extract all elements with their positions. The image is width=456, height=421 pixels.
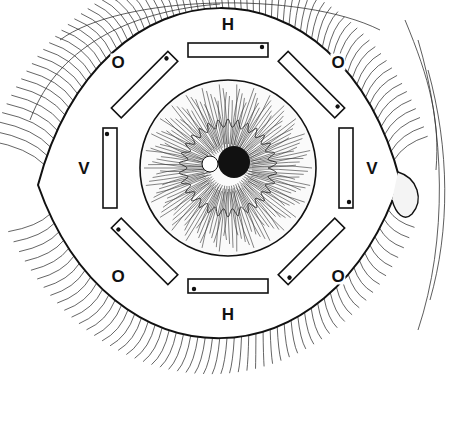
axis-letter: H: [221, 306, 235, 323]
axis-letter: O: [110, 54, 125, 71]
axis-letter: H: [221, 16, 235, 33]
caruncle: [392, 172, 418, 217]
axis-letter: V: [365, 160, 378, 177]
axis-letter: V: [77, 160, 90, 177]
axis-letter: O: [110, 268, 125, 285]
eyelashes: [0, 0, 428, 374]
axis-letter: O: [330, 54, 345, 71]
axis-letter: O: [330, 268, 345, 285]
eye-outline: [38, 8, 400, 338]
iris: [140, 80, 316, 256]
electrode-plates: [103, 43, 353, 293]
